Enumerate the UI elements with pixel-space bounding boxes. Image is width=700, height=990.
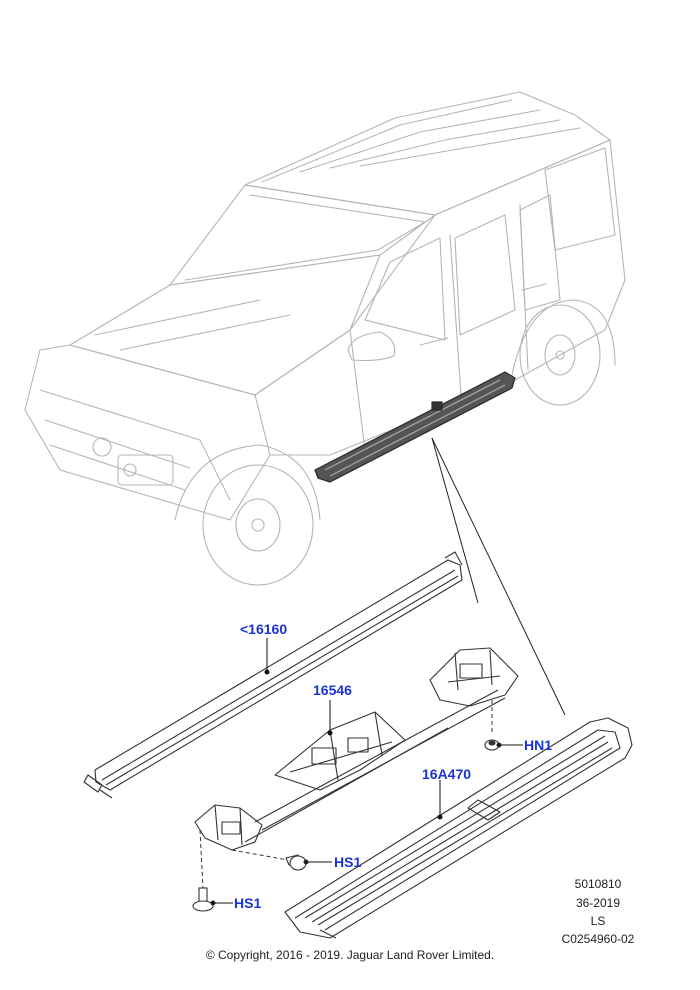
callout-16a470[interactable]: 16A470 <box>422 766 472 782</box>
reference-date: 36-2019 <box>575 896 621 910</box>
running-board <box>284 717 633 939</box>
copyright-notice: © Copyright, 2016 - 2019. Jaguar Land Ro… <box>205 948 495 962</box>
callout-hs1-lower[interactable]: HS1 <box>234 895 262 911</box>
sill-trim-strip <box>83 551 463 799</box>
mounting-bracket-assembly <box>194 647 519 851</box>
hn1-nut <box>484 739 523 751</box>
reference-variant: LS <box>590 914 606 928</box>
leader-lines <box>431 437 566 716</box>
reference-code: 5010810 <box>574 877 622 891</box>
callout-hn1[interactable]: HN1 <box>524 737 553 753</box>
callout-16160[interactable]: <16160 <box>240 621 288 637</box>
callout-16546[interactable]: 16546 <box>313 682 352 698</box>
hs1-screw-lower <box>192 887 233 912</box>
vehicle-side-step-highlight <box>314 371 516 483</box>
illustration-id: C0254960-02 <box>561 932 635 946</box>
board-leader <box>264 638 443 820</box>
callout-hs1-upper[interactable]: HS1 <box>334 854 362 870</box>
hs1-screw-upper <box>285 854 332 871</box>
dashed-leaders <box>199 700 493 889</box>
vehicle-outline <box>24 91 626 586</box>
